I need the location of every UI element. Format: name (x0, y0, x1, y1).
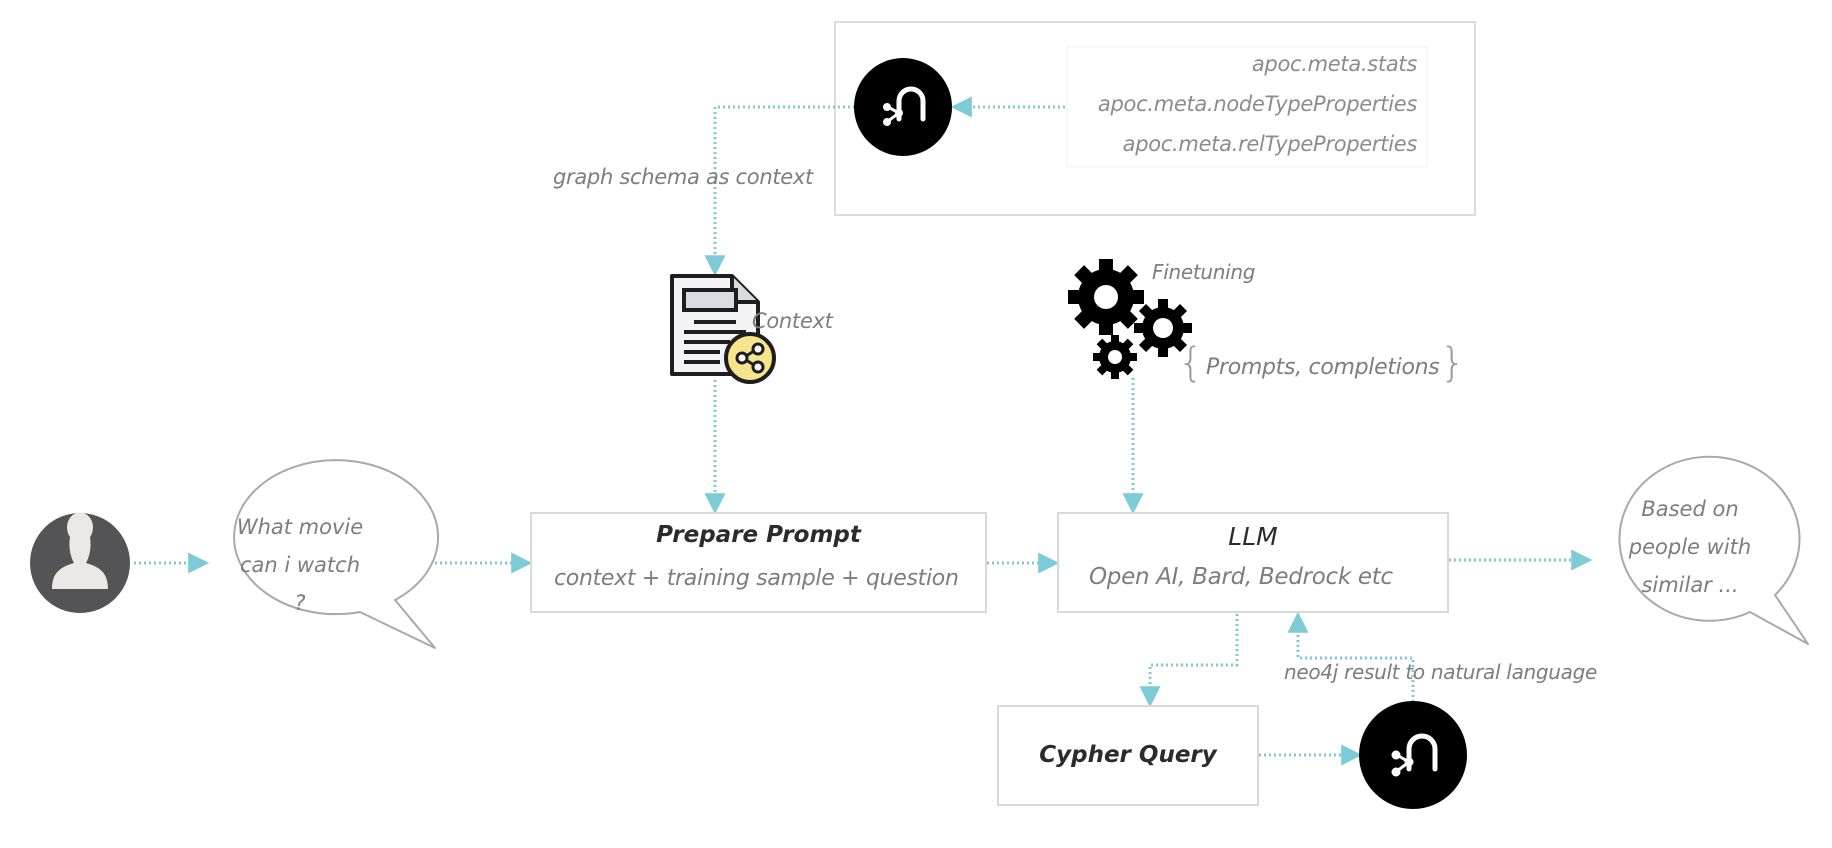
graph-schema-label: graph schema as context (553, 165, 813, 189)
answer-text: Based on people with similar ... (1600, 490, 1780, 604)
llm-box[interactable]: LLM Open AI, Bard, Bedrock etc (1057, 512, 1449, 613)
gear-large-icon (1068, 259, 1144, 335)
user-avatar-icon (30, 512, 130, 613)
neo4j-result-label: neo4j result to natural language (1284, 660, 1598, 684)
question-speech-bubble (233, 459, 440, 649)
neo4j-logo-icon (854, 58, 952, 156)
gear-medium-icon (1134, 299, 1192, 357)
question-text: What movie can i watch ? (210, 508, 390, 622)
cypher-query-title: Cypher Query (1039, 742, 1217, 768)
brace-close: } (1440, 340, 1466, 386)
neo4j-logo-icon (1359, 701, 1467, 809)
llm-subtitle: Open AI, Bard, Bedrock etc (1089, 564, 1393, 590)
llm-title: LLM (1228, 522, 1278, 551)
question-line: What movie (236, 515, 364, 539)
answer-line: similar ... (1641, 573, 1739, 597)
prepare-prompt-box[interactable]: Prepare Prompt context + training sample… (530, 512, 987, 613)
finetuning-label: Finetuning (1152, 260, 1256, 284)
context-label: Context (752, 309, 833, 333)
finetuning-data-label: Prompts, completions (1206, 355, 1440, 380)
answer-line: Based on (1641, 497, 1739, 521)
apoc-procedure-rel-type-properties: apoc.meta.relTypeProperties (1122, 132, 1418, 156)
brace-open: { (1178, 340, 1204, 386)
apoc-procedure-stats: apoc.meta.stats (1251, 52, 1417, 76)
apoc-procedures-box (1066, 46, 1428, 168)
question-line: ? (294, 591, 306, 615)
connector-llm-to-cypher (1139, 614, 1239, 708)
gears-icon (1068, 259, 1192, 379)
connector-neo4j-to-context (704, 105, 855, 277)
document-share-icon (670, 274, 776, 384)
prepare-prompt-title: Prepare Prompt (656, 522, 861, 548)
prepare-prompt-subtitle: context + training sample + question (554, 566, 959, 591)
answer-speech-bubble (1618, 455, 1809, 645)
question-line: can i watch (239, 553, 361, 577)
answer-line: people with (1628, 535, 1752, 559)
cypher-query-box[interactable]: Cypher Query (997, 705, 1259, 806)
apoc-procedure-node-type-properties: apoc.meta.nodeTypeProperties (1097, 92, 1417, 116)
gear-small-icon (1093, 335, 1137, 379)
connector-neo4j-to-llm (1287, 611, 1415, 702)
